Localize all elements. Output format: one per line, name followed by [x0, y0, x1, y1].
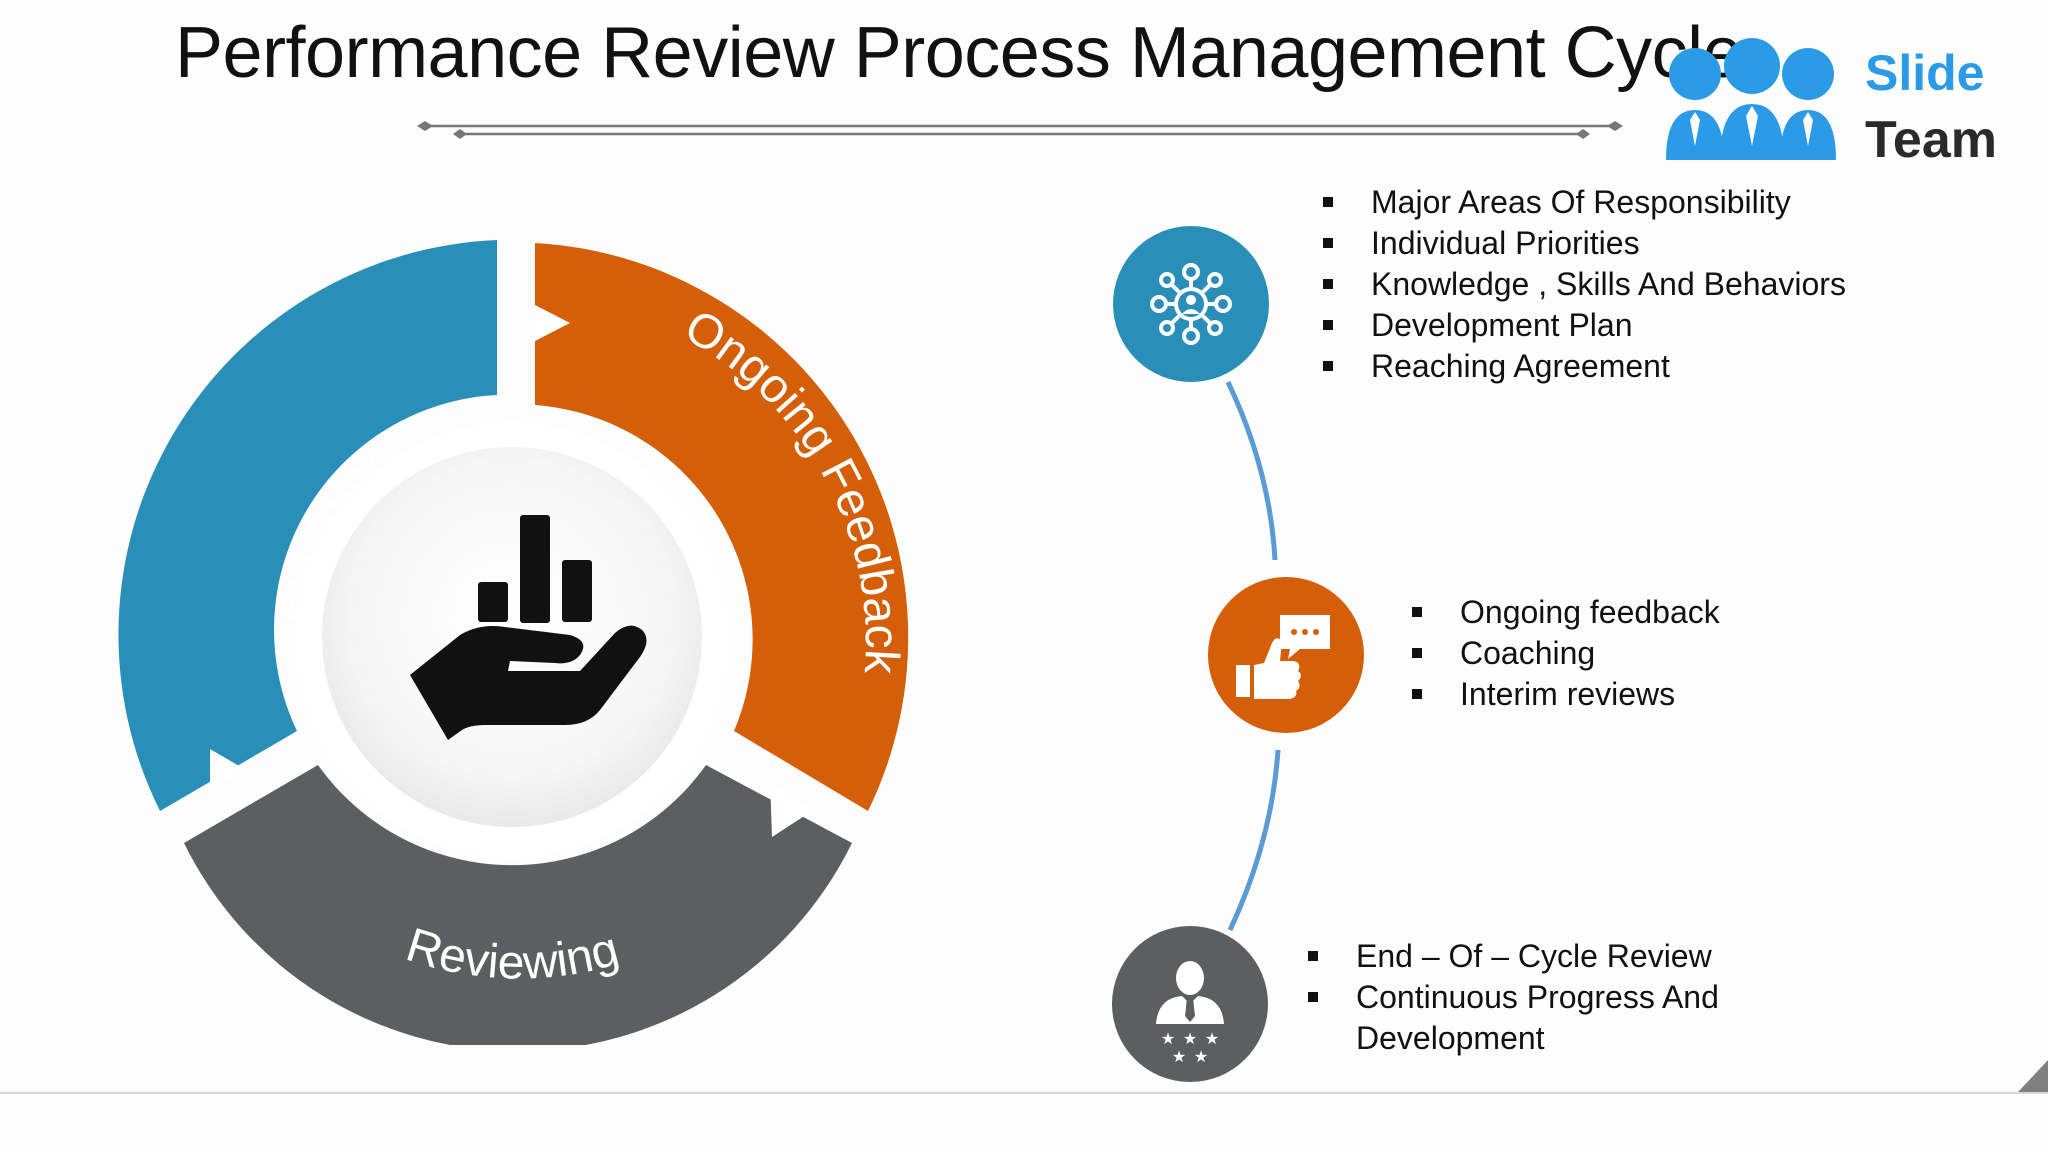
ongoing-feedback-segment[interactable] — [535, 243, 909, 811]
network-person-icon — [1150, 263, 1232, 345]
responsibility-list: Major Areas Of Responsibility Individual… — [1323, 182, 1846, 387]
employee-rating-stars-icon: ★ ★ ★ ★ ★ — [1156, 961, 1224, 1066]
list-item: Knowledge , Skills And Behaviors — [1323, 264, 1846, 305]
planning-segment[interactable] — [118, 240, 497, 811]
planning-arrow-notch — [210, 749, 246, 787]
title-underline — [417, 121, 1623, 139]
logo-word-slide: Slide — [1865, 45, 1984, 101]
svg-text:★: ★ — [1194, 1047, 1208, 1066]
reviewing-segment[interactable] — [184, 765, 852, 1045]
review-cycle-diagram: Planning Ongoing Feedback Reviewing — [118, 240, 909, 1045]
list-item: Reaching Agreement — [1323, 346, 1846, 387]
feedback-arrow-notch — [535, 305, 570, 341]
list-item: Major Areas Of Responsibility — [1323, 182, 1846, 223]
list-item: Development Plan — [1323, 305, 1846, 346]
list-item: Interim reviews — [1412, 674, 1720, 715]
responsibility-badge[interactable] — [1113, 226, 1269, 382]
list-item: Coaching — [1412, 633, 1720, 674]
svg-text:★: ★ — [1205, 1029, 1219, 1048]
review-badge[interactable]: ★ ★ ★ ★ ★ — [1112, 926, 1268, 1082]
slideteam-logo: Slide Team — [1666, 38, 1997, 168]
page-title: Performance Review Process Management Cy… — [175, 13, 1743, 93]
hand-holding-bar-chart-icon — [410, 515, 647, 740]
list-item: Continuous Progress And — [1308, 977, 1719, 1018]
timeline-connector — [1225, 380, 1281, 932]
bottom-divider — [0, 1092, 2048, 1094]
list-item: Individual Priorities — [1323, 223, 1846, 264]
feedback-list: Ongoing feedback Coaching Interim review… — [1412, 592, 1720, 715]
logo-word-team: Team — [1865, 111, 1997, 168]
corner-fold-mark — [2018, 1060, 2048, 1092]
list-item: Ongoing feedback — [1412, 592, 1720, 633]
list-item-continuation: Development — [1356, 1020, 1545, 1056]
review-list: End – Of – Cycle Review Continuous Progr… — [1308, 936, 1719, 1059]
feedback-badge[interactable] — [1208, 577, 1364, 733]
svg-text:★: ★ — [1161, 1029, 1175, 1048]
reviewing-arrow-notch — [770, 779, 812, 837]
svg-text:★: ★ — [1183, 1029, 1197, 1048]
svg-text:★: ★ — [1172, 1047, 1186, 1066]
list-item: End – Of – Cycle Review — [1308, 936, 1719, 977]
thumbs-up-chat-icon — [1236, 615, 1330, 699]
